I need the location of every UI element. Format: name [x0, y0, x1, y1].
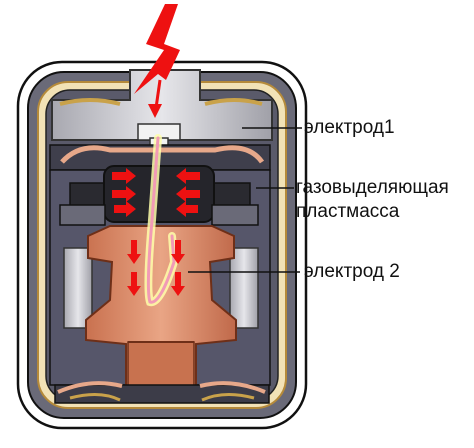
electrode2-label: электрод 2	[304, 261, 400, 282]
gas-arrow-icon	[112, 168, 200, 296]
bottom-base	[54, 381, 270, 404]
electrode1-label: электрод1	[304, 117, 395, 138]
gas-plastic-label-line2: пластмасса	[296, 201, 400, 222]
gas-plastic-label-line1: газовыделяющая	[296, 177, 449, 198]
top-cap	[51, 69, 273, 141]
side-insulators	[59, 204, 259, 329]
arc-channel	[144, 134, 179, 307]
leader-lines	[188, 127, 302, 273]
lightning-bolt-icon	[134, 4, 180, 118]
